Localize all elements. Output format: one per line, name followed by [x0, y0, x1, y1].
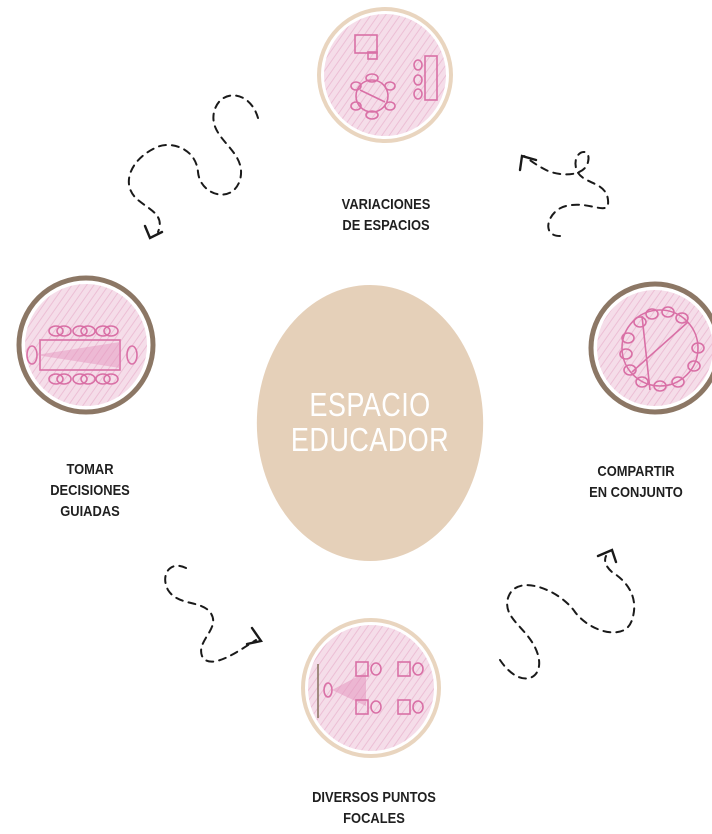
- meeting-table-icon: [26, 325, 138, 385]
- arrowhead-bottom: [245, 626, 264, 646]
- arrow-bottom-to-right: [499, 555, 636, 680]
- node-top-label: VARIACIONES DE ESPACIOS: [319, 194, 453, 236]
- arrow-right-to-top: [523, 151, 610, 237]
- arrowhead-right: [596, 548, 618, 564]
- flow-arrows: [127, 94, 636, 680]
- node-left-label: TOMAR DECISIONES GUIADAS: [14, 459, 165, 522]
- classroom-layout-icon: [350, 34, 438, 120]
- center-circle: ESPACIO EDUCADOR: [256, 285, 484, 561]
- node-top-label-line: VARIACIONES: [341, 196, 431, 213]
- node-bottom-label-line: FOCALES: [343, 810, 405, 827]
- node-left-label-line: TOMAR: [66, 461, 114, 478]
- node-left-circle: [16, 275, 156, 415]
- round-table-icon: [619, 306, 705, 392]
- arrow-top-to-left: [127, 94, 259, 233]
- node-top-circle: [317, 7, 453, 143]
- arrowhead-left: [143, 224, 164, 240]
- center-title-line2: EDUCADOR: [290, 421, 450, 458]
- center-title-line1: ESPACIO: [309, 386, 431, 424]
- arrowhead-top: [518, 154, 538, 172]
- node-bottom-circle: [301, 618, 441, 758]
- node-bottom-label-line: DIVERSOS PUNTOS: [312, 789, 436, 806]
- node-right-label-line: EN CONJUNTO: [589, 484, 683, 501]
- node-left-label-line: DECISIONES: [50, 482, 130, 499]
- presentation-icon: [317, 661, 424, 718]
- node-right-label: COMPARTIR EN CONJUNTO: [571, 461, 702, 503]
- arrow-left-to-bottom: [164, 564, 257, 663]
- node-right-circle: [588, 281, 712, 415]
- node-right-label-line: COMPARTIR: [597, 463, 675, 480]
- arrow-heads: [143, 154, 618, 646]
- node-left-label-line: GUIADAS: [60, 503, 120, 520]
- node-bottom-label: DIVERSOS PUNTOS FOCALES: [285, 787, 464, 829]
- node-top-label-line: DE ESPACIOS: [342, 217, 430, 234]
